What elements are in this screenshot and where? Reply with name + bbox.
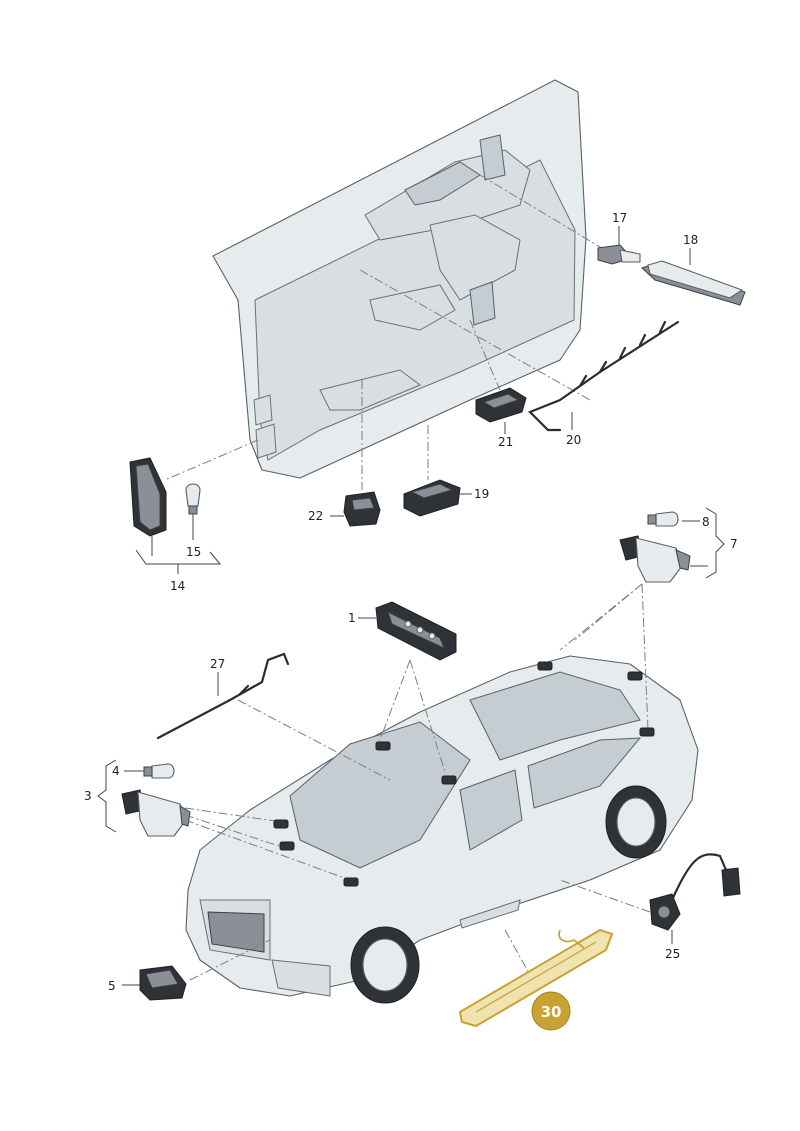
door-trim-panel <box>212 79 587 479</box>
leader-door-17 <box>479 174 606 251</box>
leader-1a <box>379 659 411 741</box>
callout-20: 20 <box>566 433 581 447</box>
car-lamp-markers <box>273 661 655 887</box>
car-body <box>185 655 699 1004</box>
part-25-sensor <box>649 853 741 944</box>
callout-22: 22 <box>308 509 323 523</box>
leader-3a <box>184 807 283 823</box>
callout-5: 5 <box>108 979 116 993</box>
bracket-14 <box>135 549 222 565</box>
part-18-light-strip <box>641 248 746 306</box>
part-1-interior-light <box>358 601 457 661</box>
part-20-wiring-harness <box>528 320 680 432</box>
part-15-bulb <box>185 483 201 540</box>
part-19-light-module <box>403 479 472 517</box>
callout-4: 4 <box>112 764 120 778</box>
callout-3: 3 <box>84 789 92 803</box>
leader-door-14 <box>164 439 259 481</box>
leader-7b <box>641 583 649 731</box>
part-4-bulb <box>124 763 175 779</box>
bracket-3 <box>97 759 117 833</box>
leader-3b <box>184 814 286 849</box>
part-5-front-lamp <box>122 965 187 1001</box>
callout-21: 21 <box>498 435 513 449</box>
callout-1: 1 <box>348 611 356 625</box>
callout-27: 27 <box>210 657 225 671</box>
part-14-side-light <box>129 457 167 556</box>
leader-1b <box>409 659 446 773</box>
callout-14: 14 <box>170 579 185 593</box>
part-8-bulb <box>647 511 700 527</box>
part-22-switch-block <box>330 491 381 527</box>
part-3-side-lamp <box>121 789 191 837</box>
callout-17: 17 <box>612 211 627 225</box>
leader-door-20 <box>359 269 591 401</box>
leader-30 <box>504 929 531 976</box>
bracket-7 <box>705 507 725 579</box>
callout-8: 8 <box>702 515 710 529</box>
part-17-bulb-socket <box>597 226 641 265</box>
part-30-door-sill-trim <box>458 928 614 1031</box>
leader-5 <box>189 939 271 981</box>
callout-15: 15 <box>186 545 201 559</box>
leader-27 <box>237 699 391 781</box>
leader-3c <box>184 819 351 881</box>
leader-25 <box>559 879 651 913</box>
callout-30: 30 <box>541 1003 562 1021</box>
part-21-switch <box>475 387 527 434</box>
callout-7: 7 <box>730 537 738 551</box>
part-27-cable <box>156 652 290 740</box>
part-7-footwell-lamp <box>619 535 708 583</box>
leader-door-21 <box>469 319 501 391</box>
callout-25: 25 <box>665 947 680 961</box>
callout-18: 18 <box>683 233 698 247</box>
callout-19: 19 <box>474 487 489 501</box>
leader-7c <box>574 583 643 641</box>
leader-7a <box>559 583 643 651</box>
